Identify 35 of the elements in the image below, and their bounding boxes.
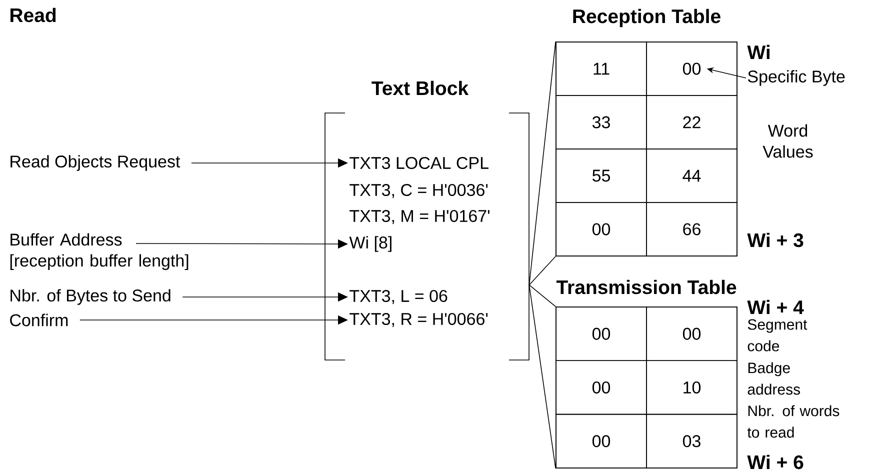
table-cell: 00: [646, 306, 738, 362]
label-text: Nbr. of Bytes to Send: [10, 289, 170, 305]
address-label: Wi + 3: [747, 232, 804, 248]
table-cell: 11: [556, 42, 647, 96]
table-cell: 66: [646, 202, 738, 256]
table-cell: 33: [556, 95, 647, 150]
title: Read: [10, 8, 56, 22]
table-cell: 44: [646, 148, 738, 203]
heading: Transmission Table: [556, 280, 736, 294]
table-cell: 00: [556, 414, 647, 468]
label-text: Confirm: [10, 314, 68, 326]
zoom-line: [528, 284, 556, 469]
table-cell: 22: [646, 95, 738, 150]
table-cell: 55: [556, 148, 647, 203]
heading: Reception Table: [573, 8, 720, 28]
table-cell: 00: [556, 202, 647, 256]
code-line: TXT3, R = H'0066': [350, 312, 488, 328]
address-label: Wi + 4: [747, 300, 804, 314]
label-text: Specific Byte: [748, 70, 845, 86]
table-cell: 10: [646, 360, 738, 415]
table-cell: 00: [556, 360, 647, 415]
address-label: Wi: [747, 44, 770, 60]
code-line: TXT3, M = H'0167': [350, 210, 490, 224]
table-cell: 00: [556, 306, 647, 362]
code-line: TXT3 LOCAL CPL: [350, 156, 488, 170]
note-text: Word Values: [762, 124, 813, 158]
label-text: Read Objects Request: [10, 155, 180, 171]
table-cell: 03: [646, 414, 738, 468]
code-line: Wi [8]: [349, 236, 392, 252]
code-line: TXT3, L = 06: [350, 290, 448, 304]
zoom-line: [528, 41, 556, 286]
label-text: Buffer Address [reception buffer length]: [10, 233, 188, 270]
code-line: TXT3, C = H'0036': [350, 184, 488, 198]
heading: Text Block: [372, 80, 469, 96]
table-cell: 00: [646, 42, 738, 96]
